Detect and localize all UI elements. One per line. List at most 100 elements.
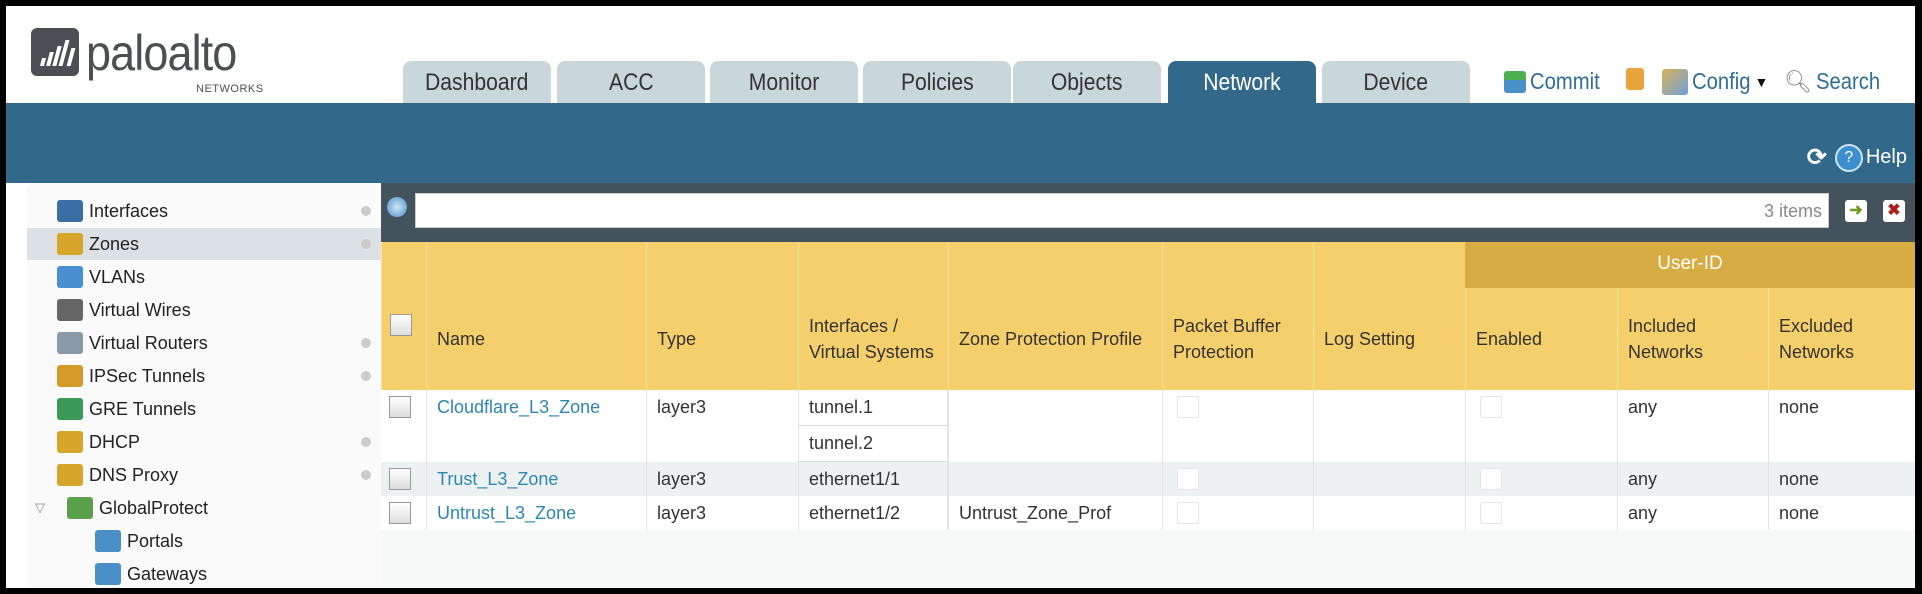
select-all-checkbox[interactable] bbox=[390, 314, 412, 336]
dhcp-icon bbox=[57, 431, 83, 453]
sidebar-item-virtual-routers[interactable]: Virtual Routers bbox=[27, 327, 387, 359]
search-icon: 🔍︎ bbox=[1784, 68, 1812, 94]
search-icon bbox=[387, 197, 407, 217]
lock-icon bbox=[1626, 68, 1644, 90]
apply-filter-button[interactable]: ➜ bbox=[1845, 200, 1867, 222]
column-header[interactable]: Interfaces / Virtual Systems bbox=[798, 242, 948, 390]
virtual-wires-icon bbox=[57, 299, 83, 321]
excluded-networks: none bbox=[1768, 496, 1915, 530]
sidebar-item-dhcp[interactable]: DHCP bbox=[27, 426, 387, 458]
column-header[interactable]: Included Networks bbox=[1617, 288, 1768, 390]
row-checkbox[interactable] bbox=[389, 502, 411, 524]
column-header[interactable]: Zone Protection Profile bbox=[948, 242, 1162, 390]
table-row[interactable] bbox=[381, 462, 1915, 496]
sidebar-item-label: Interfaces bbox=[89, 200, 169, 221]
commit-button[interactable]: Commit bbox=[1504, 68, 1609, 95]
sidebar-item-ipsec-tunnels[interactable]: IPSec Tunnels bbox=[27, 360, 387, 392]
packet-buffer-checkbox bbox=[1177, 502, 1199, 524]
logo-icon bbox=[31, 28, 79, 76]
tab-policies[interactable]: Policies bbox=[863, 61, 1011, 103]
logo-subtext: NETWORKS bbox=[196, 83, 264, 95]
sidebar-item-label: VLANs bbox=[89, 266, 146, 287]
header-band bbox=[6, 103, 1915, 183]
zone-type: layer3 bbox=[646, 462, 798, 496]
table-row[interactable] bbox=[381, 496, 1915, 530]
packet-buffer-checkbox bbox=[1177, 468, 1199, 490]
vlans-icon bbox=[57, 266, 83, 288]
zone-name-link[interactable]: Cloudflare_L3_Zone bbox=[426, 390, 646, 462]
lock-button[interactable] bbox=[1626, 68, 1644, 90]
refresh-icon[interactable]: ⟳ bbox=[1806, 144, 1827, 171]
excluded-networks: none bbox=[1768, 390, 1915, 462]
dns-icon bbox=[57, 464, 83, 486]
gre-icon bbox=[57, 398, 83, 420]
column-header[interactable]: Enabled bbox=[1465, 288, 1617, 390]
clear-filter-button[interactable]: ✖ bbox=[1883, 200, 1905, 222]
zone-name-link[interactable]: Trust_L3_Zone bbox=[426, 462, 646, 496]
row-checkbox[interactable] bbox=[389, 468, 411, 490]
row-checkbox[interactable] bbox=[389, 396, 411, 418]
group-header-user-id: User-ID bbox=[1465, 242, 1915, 288]
help-icon: ? bbox=[1834, 143, 1863, 172]
column-header[interactable]: Excluded Networks bbox=[1768, 288, 1915, 390]
column-header[interactable]: Packet Buffer Protection bbox=[1162, 242, 1313, 390]
column-header[interactable]: Log Setting bbox=[1313, 242, 1465, 390]
sidebar-item-label: DNS Proxy bbox=[89, 464, 179, 485]
packet-buffer-cell bbox=[1162, 496, 1313, 530]
sidebar-item-label: GlobalProtect bbox=[99, 497, 209, 518]
zone-name-link[interactable]: Untrust_L3_Zone bbox=[426, 496, 646, 530]
sidebar-item-vlans[interactable]: VLANs bbox=[27, 261, 387, 293]
excluded-networks: none bbox=[1768, 462, 1915, 496]
included-networks: any bbox=[1617, 496, 1768, 530]
tab-dashboard[interactable]: Dashboard bbox=[403, 61, 551, 103]
sidebar-item-gateways[interactable]: Gateways bbox=[27, 558, 387, 588]
chevron-down-icon: ▼ bbox=[1754, 73, 1769, 90]
packet-buffer-checkbox bbox=[1177, 396, 1199, 418]
portals-icon bbox=[95, 530, 121, 552]
sidebar-item-globalprotect[interactable]: ▽ GlobalProtect bbox=[27, 492, 387, 524]
config-menu[interactable]: Config ▼ bbox=[1662, 68, 1768, 95]
tab-acc[interactable]: ACC bbox=[557, 61, 705, 103]
search-button[interactable]: 🔍︎ Search bbox=[1784, 68, 1881, 94]
sidebar-item-label: IPSec Tunnels bbox=[89, 365, 206, 386]
sidebar-item-label: DHCP bbox=[89, 431, 141, 452]
log-setting bbox=[1313, 390, 1465, 462]
item-count: 3 items bbox=[1763, 201, 1822, 221]
sidebar-item-gre-tunnels[interactable]: GRE Tunnels bbox=[27, 393, 387, 425]
help-area: ⟳ ? Help bbox=[1807, 143, 1907, 172]
status-dot-icon bbox=[361, 470, 371, 480]
sidebar-item-label: Virtual Routers bbox=[89, 332, 208, 353]
column-header[interactable]: Type bbox=[646, 242, 798, 390]
sidebar-item-label: Zones bbox=[89, 233, 140, 254]
gateways-icon bbox=[95, 563, 121, 585]
sidebar-item-label: Portals bbox=[127, 530, 184, 551]
tab-monitor[interactable]: Monitor bbox=[710, 61, 858, 103]
packet-buffer-cell bbox=[1162, 390, 1313, 462]
row-select-cell bbox=[381, 496, 426, 530]
filter-input[interactable]: 3 items bbox=[415, 193, 1829, 228]
user-id-enabled-cell bbox=[1465, 390, 1617, 462]
sidebar-item-dns-proxy[interactable]: DNS Proxy bbox=[27, 459, 387, 491]
zone-protection-profile: Untrust_Zone_Prof bbox=[948, 496, 1162, 530]
user-id-enabled-cell bbox=[1465, 462, 1617, 496]
tab-objects[interactable]: Objects bbox=[1013, 61, 1161, 103]
expand-triangle-icon[interactable]: ▽ bbox=[35, 500, 45, 515]
sidebar-item-label: Virtual Wires bbox=[89, 299, 191, 320]
table-row[interactable] bbox=[381, 390, 1915, 462]
sidebar-item-zones[interactable]: Zones bbox=[27, 228, 387, 260]
tab-device[interactable]: Device bbox=[1322, 61, 1470, 103]
help-button[interactable]: ? Help bbox=[1834, 143, 1907, 172]
tab-network[interactable]: Network bbox=[1168, 61, 1316, 103]
interface-value: ethernet1/2 bbox=[798, 496, 948, 530]
sidebar-item-interfaces[interactable]: Interfaces bbox=[27, 195, 387, 227]
status-dot-icon bbox=[361, 371, 371, 381]
zone-type: layer3 bbox=[646, 390, 798, 462]
sidebar-item-virtual-wires[interactable]: Virtual Wires bbox=[27, 294, 387, 326]
column-header[interactable]: Name bbox=[426, 242, 646, 390]
sidebar-item-portals[interactable]: Portals bbox=[27, 525, 387, 557]
log-setting bbox=[1313, 462, 1465, 496]
